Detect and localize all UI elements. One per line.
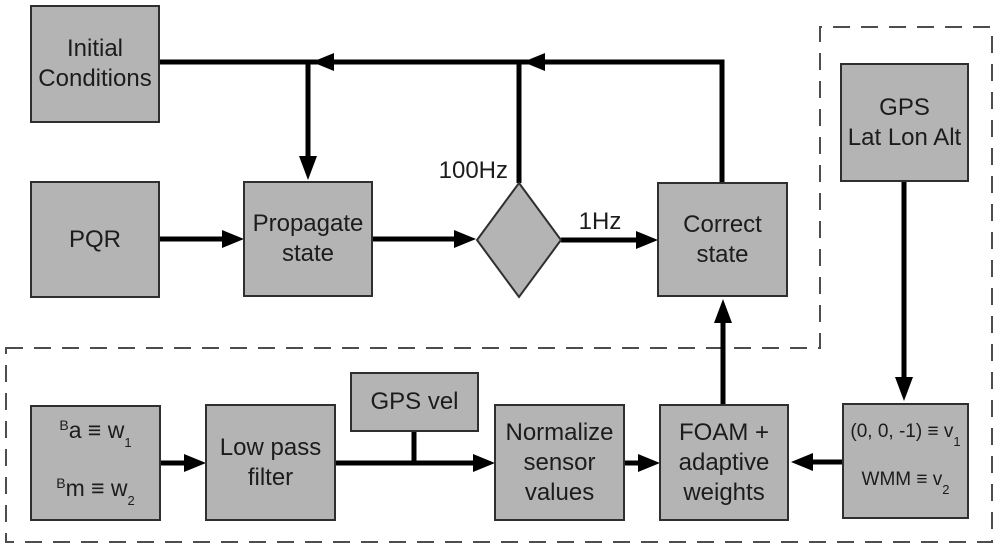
frame-superscript: B (56, 475, 66, 491)
node-label: Lat Lon Alt (847, 123, 962, 151)
node-initial-conditions: Initial Conditions (30, 5, 160, 123)
node-gps-vel: GPS vel (350, 372, 479, 432)
node-label: Low pass (219, 433, 322, 461)
node-label: state (696, 240, 749, 268)
node-label: GPS (879, 93, 930, 121)
vector-subscript: 2 (127, 493, 135, 508)
node-sensor-body-vectors: Ba ≡ w1 Bm ≡ w2 (30, 405, 161, 521)
edge-feedback-top (159, 59, 725, 184)
node-label: Propagate (252, 210, 364, 237)
node-label: WMM ≡ v2 (862, 461, 950, 509)
rate-decision-diamond (475, 181, 563, 299)
arrowhead-right-into-normalize (473, 454, 495, 472)
arrowhead-down-into-refvec (895, 377, 913, 401)
node-label: Conditions (38, 65, 152, 92)
arrowhead-right-into-foam (638, 454, 660, 472)
vector-subscript: 2 (942, 482, 950, 497)
arrowhead-up-into-correct (714, 299, 732, 323)
node-label: (0, 0, -1) ≡ v1 (850, 413, 960, 461)
arrowhead-left-into-diamond-junction (523, 53, 545, 71)
node-normalize-sensor-values: Normalize sensor values (494, 404, 625, 521)
vector-equivalence: (0, 0, -1) ≡ v (850, 421, 954, 442)
arrowhead-right-into-propagate (222, 230, 244, 248)
frame-superscript: B (59, 417, 69, 433)
vector-equivalence: WMM ≡ v (861, 469, 943, 490)
node-label: weights (683, 478, 765, 506)
node-label: GPS vel (370, 388, 459, 415)
node-label: Initial (66, 35, 124, 62)
edge-label-1hz: 1Hz (578, 208, 622, 235)
node-gps-lat-lon-alt: GPS Lat Lon Alt (840, 63, 969, 182)
node-label: Correct (683, 210, 762, 238)
edge-label-100hz: 100Hz (438, 157, 508, 184)
dashed-group-outline (5, 26, 993, 543)
node-label: Normalize (505, 418, 614, 446)
arrowhead-right-into-lowpass (184, 454, 206, 472)
arrowhead-down-into-propagate (299, 156, 317, 180)
node-low-pass-filter: Low pass filter (205, 404, 336, 521)
node-label: Ba ≡ w1 (59, 405, 131, 463)
node-label: PQR (68, 225, 121, 253)
vector-equivalence: m ≡ w (65, 475, 128, 501)
node-label: state (281, 240, 335, 267)
node-label: filter (247, 463, 294, 491)
arrowhead-left-into-propagate-junction (312, 53, 334, 71)
node-label: FOAM + (678, 418, 769, 446)
vector-subscript: 1 (953, 434, 961, 449)
vector-equivalence: a ≡ w (68, 417, 125, 443)
node-foam-adaptive-weights: FOAM + adaptive weights (659, 404, 789, 521)
node-pqr: PQR (30, 181, 160, 298)
arrowhead-right-into-diamond (454, 230, 476, 248)
arrowhead-left-into-foam (791, 453, 813, 471)
node-correct-state: Correct state (657, 182, 788, 297)
node-label: sensor (523, 448, 596, 476)
node-label: Bm ≡ w2 (56, 463, 135, 521)
node-label: values (524, 478, 595, 506)
vector-subscript: 1 (124, 435, 132, 450)
node-label: adaptive (678, 448, 770, 476)
node-reference-vectors: (0, 0, -1) ≡ v1 WMM ≡ v2 (842, 403, 969, 519)
node-propagate-state: Propagate state (243, 181, 373, 297)
arrowhead-right-into-correct (636, 231, 658, 249)
